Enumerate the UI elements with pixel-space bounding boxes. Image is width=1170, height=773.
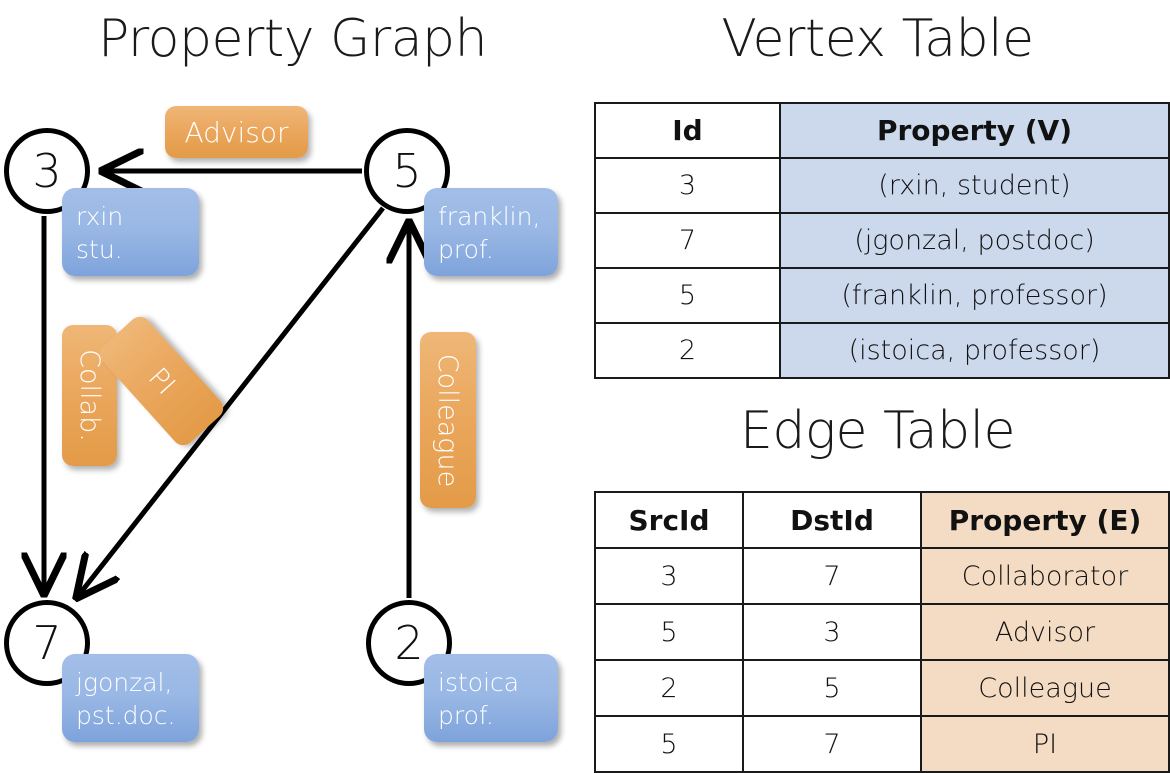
graph-edge-arrows	[0, 0, 585, 760]
column-header-property-e: Property (E)	[920, 491, 1170, 549]
table-row: 2 (istoica, professor)	[594, 322, 1170, 379]
edge-label-text: PI	[141, 361, 182, 401]
column-header-property-v: Property (V)	[779, 102, 1170, 159]
edge-label-text: Collab.	[74, 349, 105, 442]
table-header-row: Id Property (V)	[594, 102, 1170, 159]
cell-srcid: 5	[594, 715, 744, 773]
vertex-property-line-1: rxin	[76, 202, 124, 231]
table-header-row: SrcId DstId Property (E)	[594, 491, 1170, 549]
cell-property: (jgonzal, postdoc)	[779, 212, 1170, 269]
edge-table: SrcId DstId Property (E) 3 7 Collaborato…	[594, 491, 1170, 773]
vertex-table: Id Property (V) 3 (rxin, student) 7 (jgo…	[594, 102, 1170, 379]
cell-srcid: 5	[594, 603, 744, 661]
cell-property: Colleague	[920, 659, 1170, 717]
vertex-property-badge-2: istoica prof.	[424, 654, 558, 742]
table-row: 2 5 Colleague	[594, 659, 1170, 717]
edge-label-badge-advisor: Advisor	[165, 106, 308, 158]
cell-dstid: 7	[742, 547, 922, 605]
column-header-id: Id	[594, 102, 781, 159]
column-header-srcid: SrcId	[594, 491, 744, 549]
cell-dstid: 5	[742, 659, 922, 717]
page-title-edge-table: Edge Table	[739, 401, 1016, 461]
edge-arrow-5-to-7	[78, 206, 385, 596]
vertex-property-badge-3: rxin stu.	[62, 188, 199, 276]
cell-property: Collaborator	[920, 547, 1170, 605]
cell-id: 3	[594, 157, 781, 214]
table-row: 3 7 Collaborator	[594, 547, 1170, 605]
cell-dstid: 3	[742, 603, 922, 661]
vertex-property-line-1: jgonzal,	[76, 668, 173, 697]
vertex-property-line-2: stu.	[76, 235, 123, 264]
cell-property: (franklin, professor)	[779, 267, 1170, 324]
vertex-property-badge-7: jgonzal, pst.doc.	[62, 654, 199, 742]
edge-label-text: Advisor	[184, 115, 289, 149]
cell-property: Advisor	[920, 603, 1170, 661]
cell-dstid: 7	[742, 715, 922, 773]
cell-id: 7	[594, 212, 781, 269]
column-header-dstid: DstId	[742, 491, 922, 549]
vertex-property-line-2: prof.	[438, 235, 494, 264]
vertex-property-line-2: prof.	[438, 701, 494, 730]
table-row: 7 (jgonzal, postdoc)	[594, 212, 1170, 269]
vertex-property-line-1: istoica	[438, 668, 520, 697]
vertex-property-line-2: pst.doc.	[76, 701, 176, 730]
table-row: 5 (franklin, professor)	[594, 267, 1170, 324]
vertex-property-line-1: franklin,	[438, 202, 541, 231]
graph-node-2[interactable]: 2	[366, 600, 452, 686]
cell-id: 2	[594, 322, 781, 379]
cell-property: (istoica, professor)	[779, 322, 1170, 379]
cell-property: (rxin, student)	[779, 157, 1170, 214]
edge-label-badge-colleague: Colleague	[420, 332, 476, 508]
graph-node-5[interactable]: 5	[364, 128, 450, 214]
table-row: 5 7 PI	[594, 715, 1170, 773]
table-row: 3 (rxin, student)	[594, 157, 1170, 214]
property-graph-diagram: 3 5 7 2 rxin stu. franklin, prof. jgonza…	[0, 0, 585, 760]
cell-srcid: 2	[594, 659, 744, 717]
page-title-property-graph: Property Graph	[97, 9, 488, 69]
cell-id: 5	[594, 267, 781, 324]
cell-srcid: 3	[594, 547, 744, 605]
vertex-property-badge-5: franklin, prof.	[424, 188, 558, 276]
table-row: 5 3 Advisor	[594, 603, 1170, 661]
cell-property: PI	[920, 715, 1170, 773]
edge-label-text: Colleague	[432, 353, 464, 487]
page-title-vertex-table: Vertex Table	[721, 9, 1034, 69]
